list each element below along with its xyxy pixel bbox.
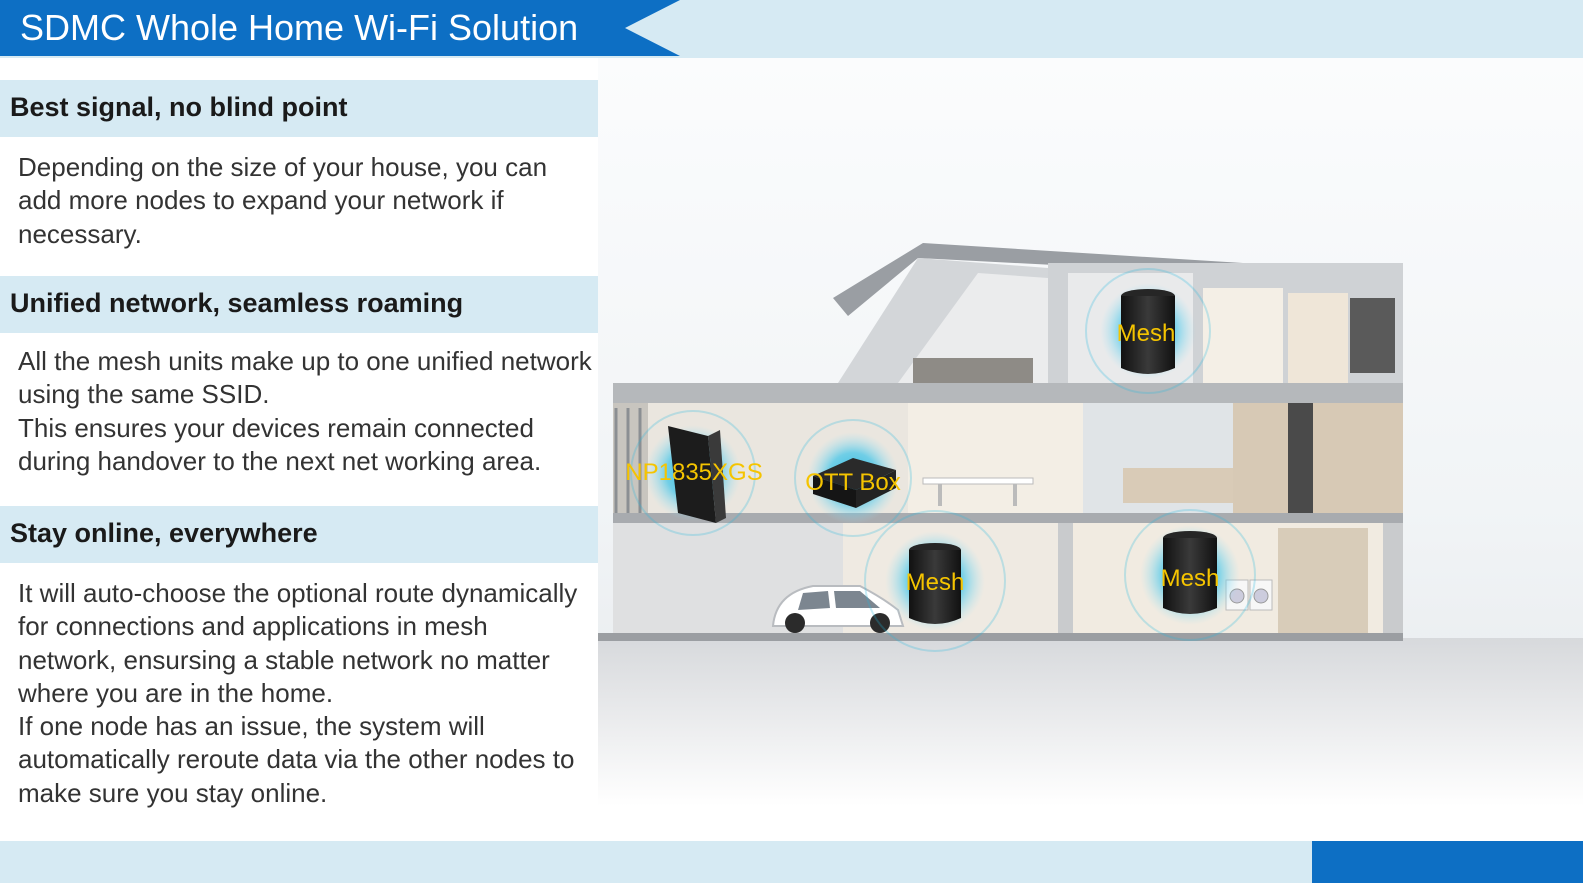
section-heading-best-signal: Best signal, no blind point [10,92,348,122]
car-illustration [771,585,905,633]
house-illustration: Mesh NP1835XGS OTT Box Mesh [598,58,1583,806]
section-heading-bar: Stay online, everywhere [0,506,598,563]
mesh-node-top-floor: Mesh [1085,268,1211,394]
ott-box-label: OTT Box [805,469,901,496]
mesh-label-garage: Mesh [906,569,965,596]
section-paragraph: It will auto-choose the optional route d… [18,578,578,708]
mesh-node-garage: Mesh [864,510,1006,652]
section-body-best-signal: Depending on the size of your house, you… [18,151,593,251]
section-heading-stay-online: Stay online, everywhere [10,518,318,548]
ground-shadow [598,638,1583,806]
section-heading-unified-network: Unified network, seamless roaming [10,288,464,318]
house-shell [598,243,1403,641]
title-banner: SDMC Whole Home Wi-Fi Solution [0,0,680,56]
footer-accent-bar [1312,841,1583,883]
section-body-stay-online: It will auto-choose the optional route d… [18,577,593,810]
section-paragraph: Depending on the size of your house, you… [18,152,548,249]
mesh-label-laundry: Mesh [1161,565,1220,592]
section-paragraph: All the mesh units make up to one unifie… [18,346,592,410]
section-heading-bar: Best signal, no blind point [0,80,598,137]
router-label: NP1835XGS [625,459,762,486]
section-body-unified-network: All the mesh units make up to one unifie… [18,345,593,478]
ott-box-node: OTT Box [794,419,912,537]
page-title: SDMC Whole Home Wi-Fi Solution [20,7,579,48]
section-paragraph: This ensures your devices remain connect… [18,412,542,476]
router-node: NP1835XGS [625,410,763,536]
mesh-node-laundry: Mesh [1124,509,1256,641]
mesh-label-top: Mesh [1117,320,1176,347]
section-paragraph: If one node has an issue, the system wil… [18,711,575,808]
section-heading-bar: Unified network, seamless roaming [0,276,598,333]
